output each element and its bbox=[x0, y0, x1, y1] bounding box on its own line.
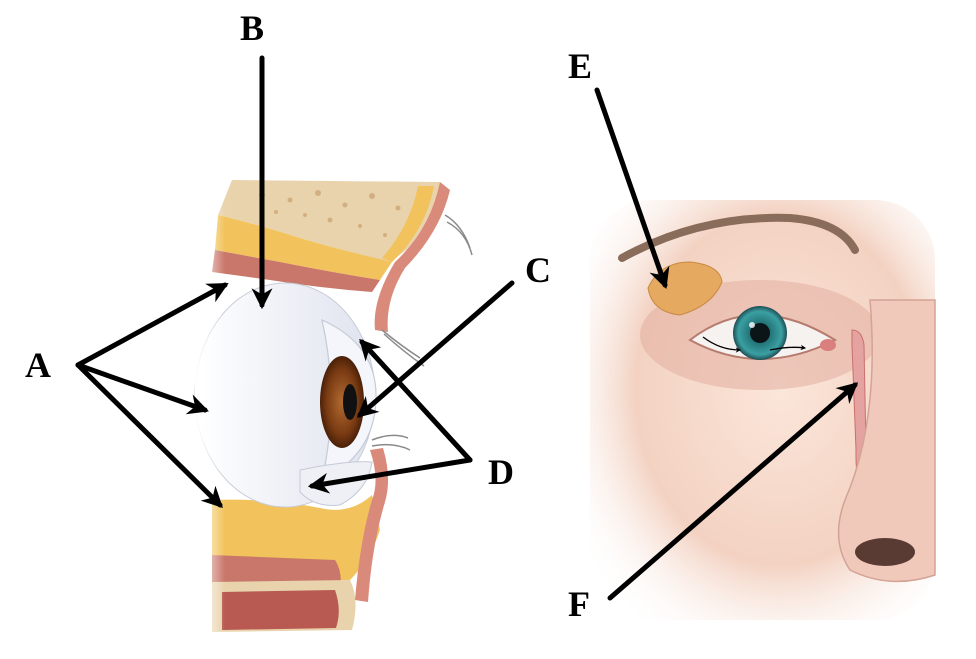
label-e: E bbox=[568, 46, 592, 86]
arrow-d-upper bbox=[359, 338, 473, 463]
labels: A B C D E F bbox=[25, 8, 592, 624]
caruncle bbox=[820, 339, 836, 351]
orbital-fat-upper bbox=[215, 215, 392, 280]
arrow-a-middle bbox=[75, 362, 209, 415]
nose bbox=[837, 299, 936, 583]
iris bbox=[320, 356, 364, 448]
arrow-e bbox=[594, 87, 670, 289]
label-a: A bbox=[25, 345, 51, 385]
pointer-arrows bbox=[75, 55, 859, 601]
lower-eyelashes bbox=[371, 434, 411, 451]
eyebrow bbox=[618, 213, 859, 262]
arrow-c bbox=[356, 280, 515, 418]
lower-eyelid bbox=[355, 448, 389, 602]
upper-eyelid bbox=[374, 182, 450, 332]
pupil bbox=[343, 384, 357, 420]
face-pupil bbox=[750, 323, 770, 343]
label-d: D bbox=[488, 452, 514, 492]
tear-flow-arrows bbox=[702, 336, 807, 353]
arrow-f bbox=[607, 382, 859, 601]
upper-eyelid-fat bbox=[382, 186, 434, 262]
superior-muscle bbox=[212, 250, 380, 292]
arrow-a-lower bbox=[75, 362, 223, 508]
maxillary-cavity bbox=[222, 590, 339, 630]
left-fade bbox=[195, 175, 225, 635]
arrow-d-lower bbox=[307, 457, 473, 494]
arrow-a-upper bbox=[75, 282, 229, 368]
eye-cross-section-illustration bbox=[194, 175, 473, 635]
face-frontal-illustration bbox=[590, 200, 936, 620]
nostril bbox=[855, 538, 915, 566]
iris-highlight bbox=[749, 322, 755, 328]
label-f: F bbox=[568, 584, 590, 624]
label-c: C bbox=[525, 250, 551, 290]
label-b: B bbox=[240, 8, 264, 48]
